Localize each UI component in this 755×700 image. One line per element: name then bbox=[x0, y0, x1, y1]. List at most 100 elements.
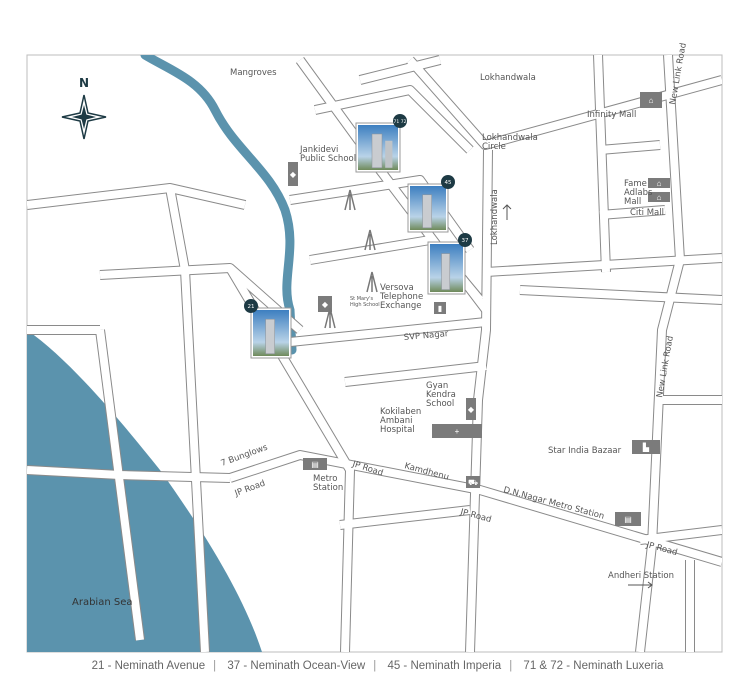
map-label-line: High School bbox=[350, 302, 380, 308]
map-label-line: Lokhandwala bbox=[480, 73, 536, 83]
school-icon: ◆ bbox=[288, 162, 298, 186]
map-label-line: Andheri Station bbox=[608, 571, 674, 581]
metro-icon: ▤ bbox=[303, 458, 327, 470]
road-fill bbox=[344, 362, 487, 386]
map-label-mangroves: Mangroves bbox=[230, 68, 277, 78]
svg-text:⌂: ⌂ bbox=[657, 179, 662, 188]
map-label-line: Gyan bbox=[426, 381, 448, 391]
map-label-citi-mall: Citi Mall bbox=[630, 208, 664, 218]
landmark-tower-icon bbox=[364, 229, 376, 251]
road-fill bbox=[636, 55, 684, 652]
project-marker[interactable]: 21 bbox=[244, 299, 258, 313]
map-label-line: School bbox=[426, 399, 454, 409]
road-fill bbox=[96, 329, 144, 641]
map-label-svp-nagar: SVP Nagar bbox=[403, 329, 449, 343]
cart-icon: ⛟ bbox=[466, 476, 480, 488]
svg-text:◆: ◆ bbox=[290, 170, 297, 179]
road-fill bbox=[339, 506, 471, 529]
mall-icon: ⌂ bbox=[640, 92, 662, 108]
map-label-line: St Mary's bbox=[350, 296, 373, 302]
map-label-line: Telephone bbox=[379, 292, 423, 302]
legend-item: 45 - Neminath Imperia bbox=[387, 660, 502, 672]
school-icon: ◆ bbox=[466, 398, 476, 420]
landmark-tower-icon bbox=[344, 189, 356, 211]
svg-text:▙: ▙ bbox=[642, 442, 650, 452]
map-label-lokhandwala-road: Lokhandwala bbox=[490, 189, 500, 245]
legend-item: 71 & 72 - Neminath Luxeria bbox=[523, 660, 664, 672]
project-photo[interactable] bbox=[407, 183, 449, 233]
map-label-line: Lokhandwala bbox=[490, 189, 500, 245]
map-label-line: Adlabs bbox=[624, 188, 653, 198]
svg-text:⌂: ⌂ bbox=[657, 193, 662, 202]
road-fill bbox=[314, 86, 473, 153]
map-label-infinity-mall: Infinity Mall bbox=[587, 110, 636, 120]
map-label-line: Jankidevi bbox=[299, 145, 338, 155]
map-label-line: Mangroves bbox=[230, 68, 277, 78]
map-label-line: Kendra bbox=[426, 390, 456, 400]
map-label-andheri: Andheri Station bbox=[608, 571, 674, 581]
project-marker[interactable]: 37 bbox=[458, 233, 472, 247]
road-fill bbox=[519, 286, 722, 304]
map-label-line: Exchange bbox=[380, 301, 422, 311]
project-legend: 21 - Neminath Avenue| 37 - Neminath Ocea… bbox=[91, 660, 664, 672]
road-fill bbox=[289, 318, 487, 346]
project-photo[interactable] bbox=[250, 307, 292, 359]
map-label-line: Ambani bbox=[380, 416, 412, 426]
map-label-line: Metro bbox=[313, 474, 337, 484]
svg-text:⛟: ⛟ bbox=[468, 478, 478, 487]
legend-item: 37 - Neminath Ocean-View bbox=[227, 660, 366, 672]
map-label-lokhandwala: Lokhandwala bbox=[480, 73, 536, 83]
project-photo[interactable] bbox=[355, 122, 401, 173]
map-label-line: Kokilaben bbox=[380, 407, 421, 417]
map-label-line: Hospital bbox=[380, 425, 415, 435]
map-label-line: Fame bbox=[624, 179, 647, 189]
project-marker[interactable]: 45 bbox=[441, 175, 455, 189]
project-marker[interactable]: 71 72 bbox=[393, 114, 407, 128]
map-label-line: Infinity Mall bbox=[587, 110, 636, 120]
map-label-line: Lokhandwala bbox=[482, 133, 538, 143]
road-fill bbox=[639, 526, 722, 544]
road-fill bbox=[228, 451, 722, 566]
compass-north-label: N bbox=[79, 76, 89, 90]
svg-text:⌂: ⌂ bbox=[649, 96, 654, 105]
map-label-line: Arabian Sea bbox=[72, 597, 132, 608]
shopping-icon: ▙ bbox=[632, 440, 660, 454]
road-fill bbox=[599, 206, 666, 219]
map-label-star-india: Star India Bazaar bbox=[548, 446, 622, 456]
creek bbox=[140, 55, 297, 355]
mall-icon: ⌂ bbox=[648, 178, 670, 188]
svg-text:+: + bbox=[455, 427, 460, 436]
school-icon: ◆ bbox=[318, 296, 332, 312]
map-label-line: Circle bbox=[482, 142, 506, 152]
mall-icon: ⌂ bbox=[648, 192, 670, 202]
map-label-line: Public School bbox=[300, 154, 356, 164]
svg-text:▤: ▤ bbox=[624, 515, 632, 524]
hospital-icon: + bbox=[432, 424, 482, 438]
telephone-exchange-icon: ▮ bbox=[434, 302, 446, 314]
map-label-line: Versova bbox=[380, 283, 414, 293]
map-label-line: SVP Nagar bbox=[403, 329, 449, 343]
road-fill bbox=[594, 55, 610, 273]
compass-rose-icon: N bbox=[61, 76, 107, 140]
road-fill bbox=[599, 141, 661, 154]
map-label-line: Citi Mall bbox=[630, 208, 664, 218]
legend-item: 21 - Neminath Avenue bbox=[91, 660, 206, 672]
landmark-tower-icon bbox=[366, 271, 378, 293]
marker-number: 45 bbox=[445, 180, 452, 186]
road-fill bbox=[289, 176, 474, 253]
map-label-line: Star India Bazaar bbox=[548, 446, 622, 456]
marker-number: 21 bbox=[248, 304, 255, 310]
project-photo[interactable] bbox=[427, 241, 466, 295]
marker-number: 71 72 bbox=[394, 119, 407, 125]
road-fill bbox=[166, 187, 209, 652]
arrow-right-icon bbox=[628, 581, 653, 589]
